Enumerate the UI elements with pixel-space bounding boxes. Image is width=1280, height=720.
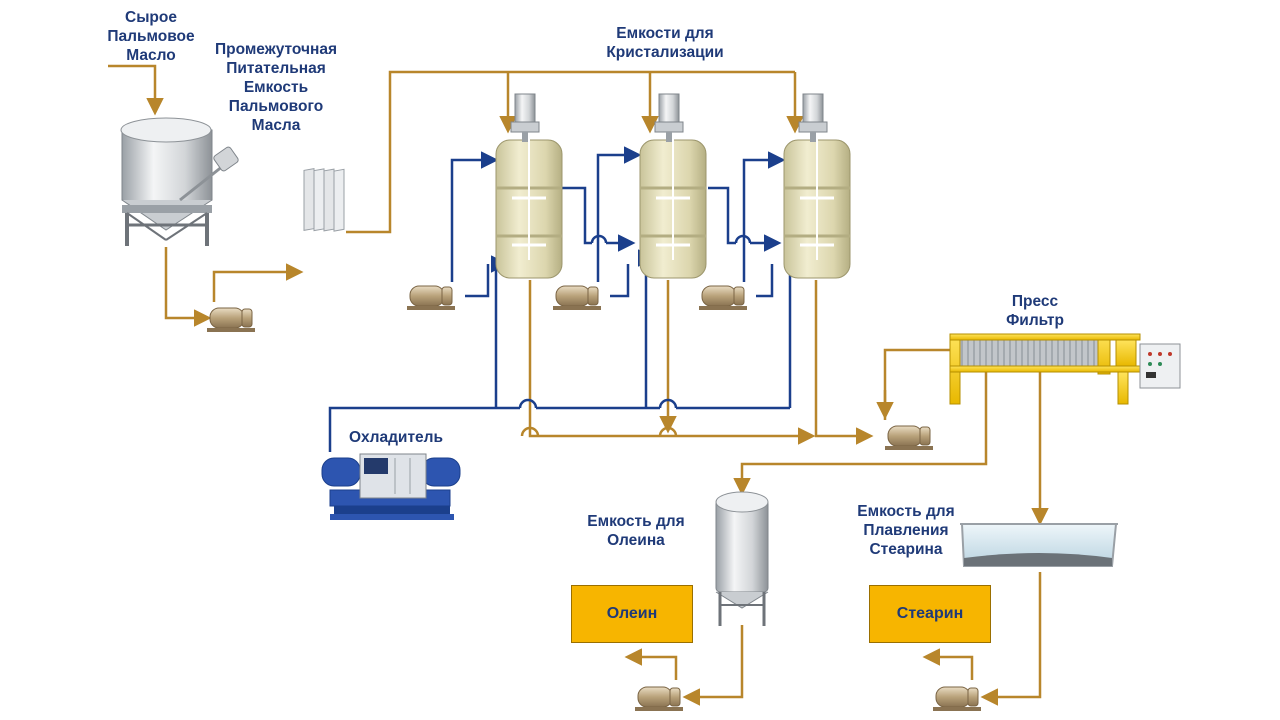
crystallizer-tank-3	[783, 93, 851, 279]
pump-icon	[884, 425, 934, 451]
pump-icon	[206, 307, 256, 333]
agitator-motor-icon	[510, 93, 540, 142]
raw-oil-label: Сырое Пальмовое Масло	[107, 9, 195, 64]
pump-icon	[552, 285, 602, 311]
stearin-output-box: Стеарин	[869, 585, 991, 643]
chiller-label: Охладитель	[348, 429, 444, 446]
product-lines	[108, 64, 1049, 706]
pump-icon	[932, 686, 982, 712]
agitator-motor-icon	[654, 93, 684, 142]
crystallizer-tank-1	[495, 93, 563, 279]
pump-icon	[634, 686, 684, 712]
press-filter-label: Пресс Фильтр	[1006, 293, 1064, 329]
crystallizer-tank-2	[639, 93, 707, 279]
feed-tank-icon	[120, 117, 239, 246]
pump-icon	[406, 285, 456, 311]
melting-tank-icon	[960, 523, 1118, 567]
olein-tank-label: Емкость для Олеина	[587, 513, 685, 549]
heat-exchanger-icon	[303, 168, 345, 232]
stearin-melt-tank-label: Емкость для Плавления Стеарина	[857, 503, 955, 558]
agitator-motor-icon	[798, 93, 828, 142]
olein-output-box: Олеин	[571, 585, 693, 643]
pump-icon	[698, 285, 748, 311]
press-filter-icon	[949, 333, 1181, 405]
feed-tank-label: Промежуточная Питательная Емкость Пальмо…	[214, 41, 338, 134]
chiller-icon	[321, 453, 461, 520]
crystallization-tanks-label: Емкости для Кристализации	[606, 25, 724, 61]
olein-tank-icon	[715, 491, 769, 626]
